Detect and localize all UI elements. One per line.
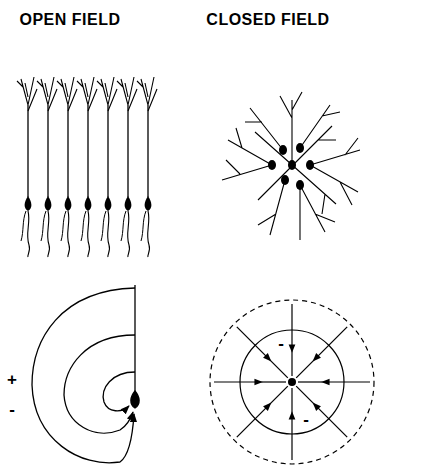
closed-field-lines — [210, 300, 374, 464]
pyramidal-neuron — [137, 77, 157, 257]
polarity-sign: + — [7, 371, 17, 390]
pyramidal-neuron — [57, 77, 77, 257]
open-field-neurons — [17, 77, 157, 257]
closed-field-neurons — [222, 92, 360, 240]
pyramidal-neuron — [77, 77, 97, 257]
pyramidal-neuron — [117, 77, 137, 257]
polarity-sign: - — [278, 335, 284, 354]
neuron-soma — [131, 391, 139, 408]
pyramidal-neuron — [17, 77, 37, 257]
field-heading: CLOSED FIELD — [206, 11, 329, 29]
field-heading: OPEN FIELD — [19, 11, 120, 29]
open-field-lines — [32, 285, 139, 463]
pyramidal-neuron — [37, 77, 57, 257]
polarity-sign: - — [9, 401, 15, 420]
pyramidal-neuron — [97, 77, 117, 257]
polarity-sign: - — [303, 411, 309, 430]
